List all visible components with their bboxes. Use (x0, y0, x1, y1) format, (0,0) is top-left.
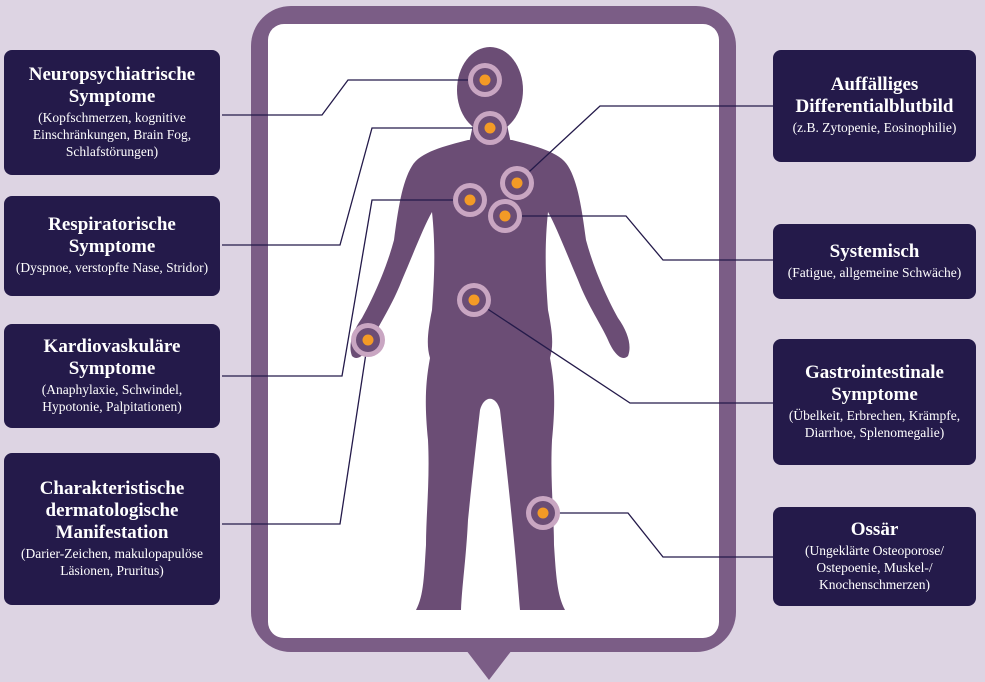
box-resp-desc: (Dyspnoe, verstopfte Nase, Stridor) (10, 259, 214, 276)
box-bone: Ossär (Ungeklärte Osteoporose/ Ostepoeni… (773, 507, 976, 606)
marker-head (468, 63, 502, 97)
marker-hand (351, 323, 385, 357)
box-gastro-title: Gastrointestinale Symptome (779, 362, 970, 406)
box-neuro-desc: (Kopfschmerzen, kognitive Einschränkunge… (10, 109, 214, 160)
box-blood: Auffälliges Differentialblutbild (z.B. Z… (773, 50, 976, 162)
box-resp-title: Respiratorische Symptome (10, 214, 214, 258)
box-neuro: Neuropsychiatrische Symptome (Kopfschmer… (4, 50, 220, 175)
marker-chest-left (453, 183, 487, 217)
marker-neck (473, 111, 507, 145)
box-neuro-title: Neuropsychiatrische Symptome (10, 64, 214, 108)
box-system: Systemisch (Fatigue, allgemeine Schwäche… (773, 224, 976, 299)
box-derm-desc: (Darier-Zeichen, makulopapulöse Läsionen… (10, 545, 214, 579)
box-blood-desc: (z.B. Zytopenie, Eosinophilie) (779, 119, 970, 136)
box-cardio: Kardiovaskuläre Symptome (Anaphylaxie, S… (4, 324, 220, 428)
box-blood-title: Auffälliges Differentialblutbild (779, 74, 970, 118)
box-system-desc: (Fatigue, allgemeine Schwäche) (779, 264, 970, 281)
box-cardio-desc: (Anaphylaxie, Schwindel, Hypotonie, Palp… (10, 381, 214, 415)
box-bone-desc: (Ungeklärte Osteoporose/ Ostepoenie, Mus… (779, 542, 970, 593)
box-gastro: Gastrointestinale Symptome (Übelkeit, Er… (773, 339, 976, 465)
box-gastro-desc: (Übelkeit, Erbrechen, Krämpfe, Diarrhoe,… (779, 407, 970, 441)
marker-abdomen (457, 283, 491, 317)
box-derm: Charakteristische dermatologische Manife… (4, 453, 220, 605)
marker-chest-center (488, 199, 522, 233)
box-derm-title: Charakteristische dermatologische Manife… (10, 478, 214, 544)
frame-pointer (466, 650, 512, 680)
marker-knee (526, 496, 560, 530)
box-bone-title: Ossär (779, 519, 970, 541)
box-resp: Respiratorische Symptome (Dyspnoe, verst… (4, 196, 220, 296)
box-system-title: Systemisch (779, 241, 970, 263)
marker-chest-right (500, 166, 534, 200)
box-cardio-title: Kardiovaskuläre Symptome (10, 336, 214, 380)
